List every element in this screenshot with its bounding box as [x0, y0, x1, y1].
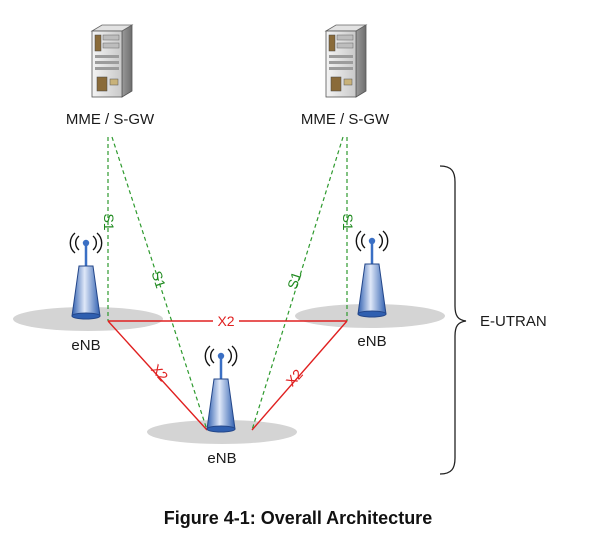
mme-right-server-icon [325, 24, 367, 98]
e-utran-label: E-UTRAN [480, 313, 547, 330]
s1-links [107, 136, 348, 431]
figure-caption: Figure 4-1: Overall Architecture [164, 508, 432, 528]
enb-right-antenna-icon [355, 229, 389, 319]
mme-left-label: MME / S-GW [66, 111, 155, 128]
s1-link-left-mme-to-bottom-enb [111, 136, 208, 431]
s1-label-left-diagonal: S1 [149, 269, 170, 290]
x2-label-top: X2 [217, 313, 234, 329]
s1-label-left-vertical: S1 [101, 213, 117, 230]
enb-bottom-label: eNB [207, 450, 236, 467]
enb-left-label: eNB [71, 337, 100, 354]
s1-label-right-diagonal: S1 [284, 270, 305, 291]
x2-link-left [107, 320, 208, 431]
e-utran-brace [439, 165, 467, 475]
enb-bottom-antenna-icon [204, 344, 238, 434]
x2-top-label-backing [213, 312, 239, 329]
x2-label-right: X2 [283, 366, 306, 390]
enb-right-label: eNB [357, 333, 386, 350]
s1-link-right-mme-to-bottom-enb [251, 136, 344, 431]
x2-label-left: X2 [148, 361, 171, 385]
mme-left-server-icon [91, 24, 133, 98]
x2-link-right [251, 320, 348, 431]
mme-right-label: MME / S-GW [301, 111, 390, 128]
s1-label-right-vertical: S1 [340, 213, 356, 230]
enb-left-antenna-icon [69, 231, 103, 321]
